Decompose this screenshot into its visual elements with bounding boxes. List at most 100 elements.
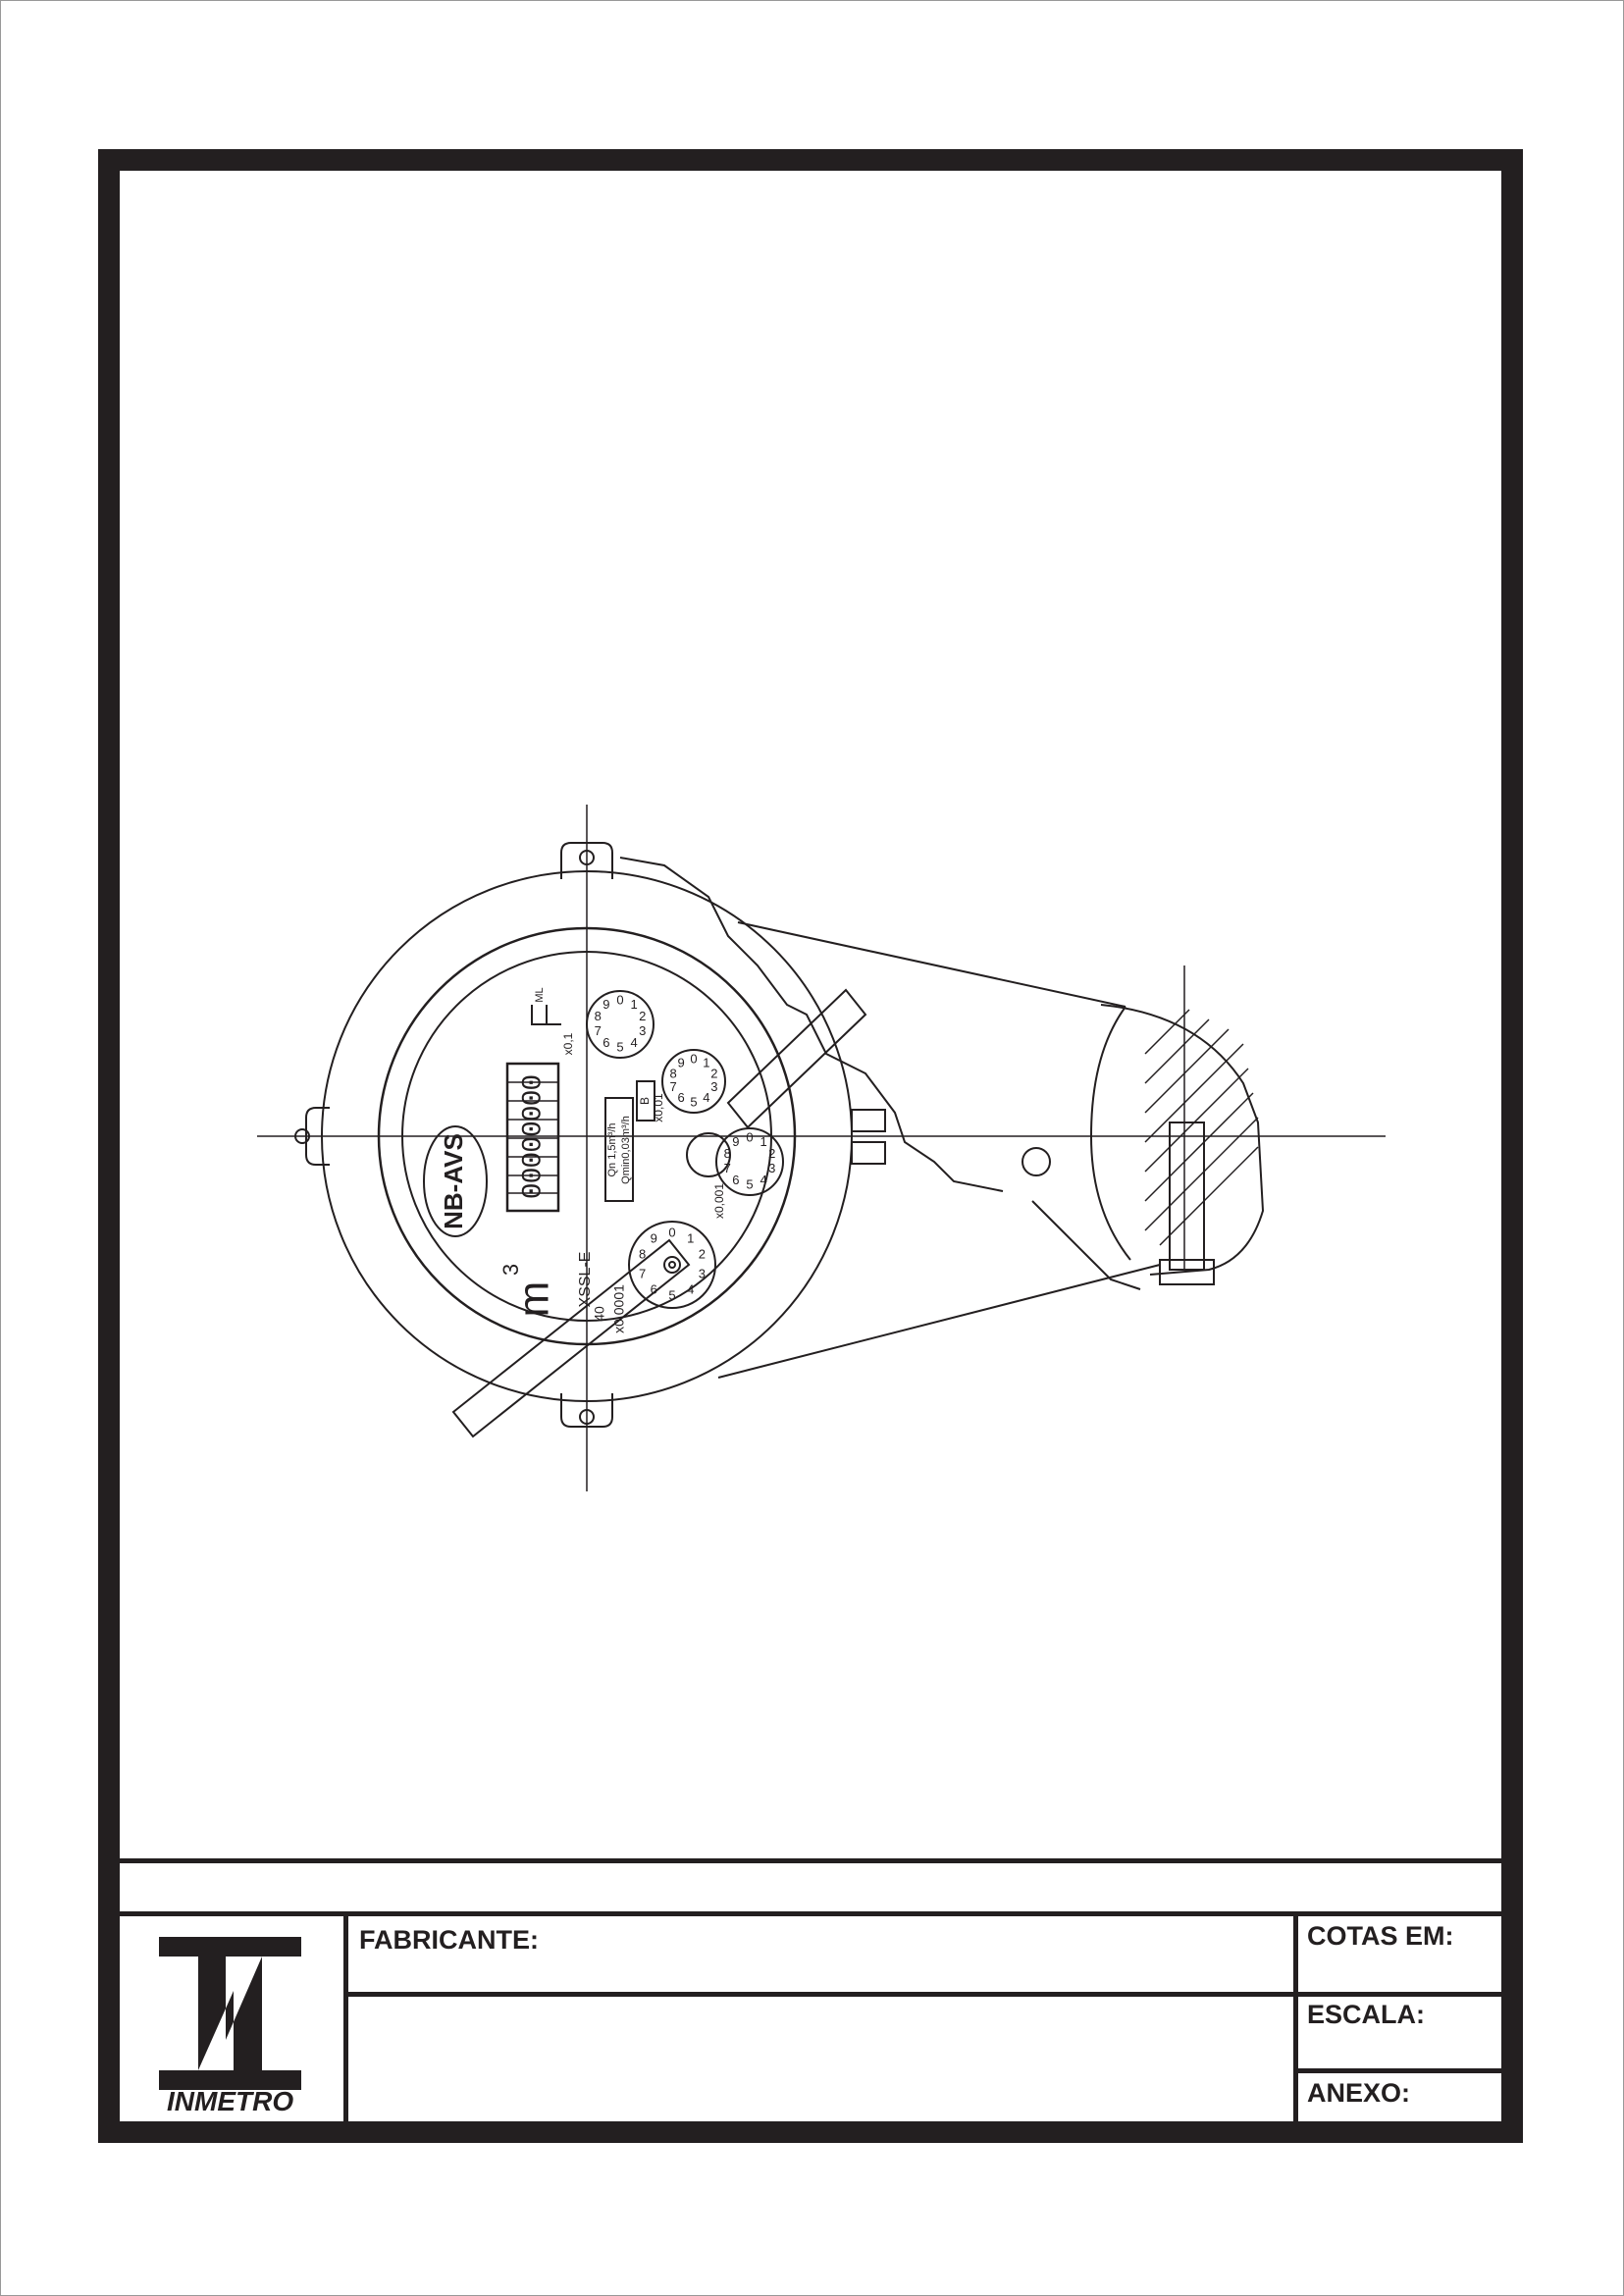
manufacturer-label: FABRICANTE:: [359, 1925, 539, 1955]
meter-outer-body: [321, 870, 853, 1402]
dial-x00001-numeral: 6: [651, 1281, 657, 1296]
cutaway-break-line-lower: [1031, 1200, 1141, 1290]
dial-x0001-numeral: 6: [732, 1173, 739, 1187]
outlet-body-upper: [737, 921, 1126, 1008]
dial-x00001-hub-inner: [668, 1261, 676, 1269]
dial-x00001-numeral: 9: [651, 1231, 657, 1246]
annex-label: ANEXO:: [1307, 2078, 1411, 2108]
dial-x01-numeral: 0: [616, 992, 623, 1007]
dimensions-label: COTAS EM:: [1307, 1921, 1454, 1951]
dial-x01-numeral: 9: [602, 997, 609, 1012]
dial-x01-numeral: 8: [595, 1009, 602, 1023]
counter-window: [505, 1062, 560, 1213]
dial-mark-1: x0,1: [561, 1032, 575, 1055]
dial-x001-numeral: 4: [703, 1090, 709, 1105]
model-label: XSSL-E: [577, 1252, 594, 1308]
dial-x0001-numeral: 9: [732, 1134, 739, 1149]
brand-oval: [423, 1125, 488, 1237]
dial-x001-numeral: 7: [669, 1079, 676, 1094]
manufacturer-row-rule: [343, 1992, 1501, 1997]
dial-x01-numeral: 5: [616, 1039, 623, 1054]
rating-text-2: Qmin0,03m³/h: [620, 1116, 632, 1184]
dial-x00001-numeral: 1: [687, 1231, 694, 1246]
scale-row-rule: [1293, 2068, 1501, 2073]
dial-x0001-numeral: 8: [724, 1146, 731, 1161]
outlet-body-lower: [717, 1264, 1161, 1379]
dial-x001-numeral: 3: [710, 1079, 717, 1094]
dial-x00001-numeral: 3: [699, 1266, 706, 1280]
dial-x0001-numeral: 1: [760, 1134, 766, 1149]
unit-text: m: [510, 1281, 558, 1318]
dial-mark-3: x0,001: [712, 1183, 726, 1219]
outlet-inner-wall: [1089, 1006, 1131, 1261]
pointer-disc: [686, 1132, 731, 1177]
dial-x00001-numeral: 5: [668, 1287, 675, 1302]
dial-x001-numeral: 9: [677, 1056, 684, 1070]
meter-bezel-outer: [377, 926, 797, 1346]
counter-digit-cells: [507, 1081, 558, 1194]
top-lug-hole: [579, 850, 595, 865]
inmetro-logo-text: INMETRO: [167, 2086, 294, 2116]
dial-x0001-numeral: 2: [768, 1146, 775, 1161]
logo-divider: [343, 1911, 348, 2143]
dial-x00001-numeral: 4: [687, 1281, 694, 1296]
dial-x00001-numeral: 2: [699, 1247, 706, 1262]
centre-marker-lower: [851, 1141, 886, 1165]
bottom-lug-hole: [579, 1409, 595, 1425]
fields-divider: [1293, 1911, 1298, 2143]
dial-mark-4: x0,0001: [611, 1284, 627, 1333]
rating-plate: [604, 1097, 634, 1202]
dial-x01-numeral: 2: [639, 1009, 646, 1023]
dial-x001-numeral: 1: [703, 1056, 709, 1070]
outlet-nut-base: [1159, 1259, 1215, 1285]
title-block-second-rule: [120, 1911, 1501, 1916]
scale-label: ESCALA:: [1307, 2000, 1425, 2029]
top-mounting-lug: [560, 842, 613, 879]
outlet-flange: [1100, 1004, 1265, 1276]
dial-x001-numeral: 5: [690, 1094, 697, 1109]
brand-text: NB-AVS: [439, 1133, 468, 1229]
dial-x001: [661, 1049, 726, 1114]
dial-x01-numeral: 1: [630, 997, 637, 1012]
water-meter-drawing: NB-AVS 00000000 m 3 Qn 1,5m³/h Qmin0,03m…: [257, 805, 1386, 1491]
dial-x001-numeral: 8: [669, 1067, 676, 1081]
dial-mark-2: x0,01: [652, 1093, 665, 1122]
class-text: B: [638, 1097, 652, 1105]
dial-x001-numeral: 0: [690, 1051, 697, 1066]
dial-x00001-numeral: 7: [639, 1266, 646, 1280]
inmetro-logo: [159, 1937, 301, 2090]
outlet-nut: [1169, 1122, 1205, 1271]
left-mounting-lug: [305, 1107, 330, 1166]
counter-digits: 00000000: [518, 1075, 549, 1200]
dial-x0001-numeral: 4: [760, 1173, 766, 1187]
dial-x00001: [628, 1221, 716, 1309]
bottom-mounting-lug: [560, 1393, 613, 1428]
dial-x00001-numeral: 8: [639, 1247, 646, 1262]
cutaway-break-line: [619, 857, 1004, 1192]
dial-x001-numeral: 2: [710, 1067, 717, 1081]
rating-text-1: Qn 1,5m³/h: [606, 1122, 618, 1176]
dial-x0001-numeral: 5: [746, 1176, 753, 1191]
diagonal-arm-upper: [726, 988, 867, 1129]
dial-x01-numeral: 4: [630, 1035, 637, 1050]
dial-x01-numeral: 3: [639, 1023, 646, 1038]
dial-x01-numeral: 7: [595, 1023, 602, 1038]
unit-exponent: 3: [498, 1264, 523, 1276]
dial-x001-numeral: 6: [677, 1090, 684, 1105]
dial-x0001-numeral: 3: [768, 1161, 775, 1175]
dial-x01: [586, 990, 655, 1059]
dial-x0001-numeral: 7: [724, 1161, 731, 1175]
dial-x0001: [715, 1127, 784, 1196]
dial-x00001-hub: [663, 1256, 681, 1274]
centre-marker-upper: [851, 1109, 886, 1132]
class-plate: [636, 1080, 655, 1122]
diagonal-arm-lower: [451, 1238, 691, 1438]
cutaway-ball: [1022, 1147, 1051, 1176]
dial-x01-numeral: 6: [602, 1035, 609, 1050]
ml-pointer-symbol: [531, 1005, 561, 1025]
drawing-frame: NB-AVS 00000000 m 3 Qn 1,5m³/h Qmin0,03m…: [98, 149, 1523, 2143]
ml-label: ML: [534, 987, 546, 1002]
hatched-section: [1144, 1009, 1259, 1246]
dial-x0001-numeral: 0: [746, 1129, 753, 1144]
dial-x00001-numeral: 0: [668, 1225, 675, 1239]
